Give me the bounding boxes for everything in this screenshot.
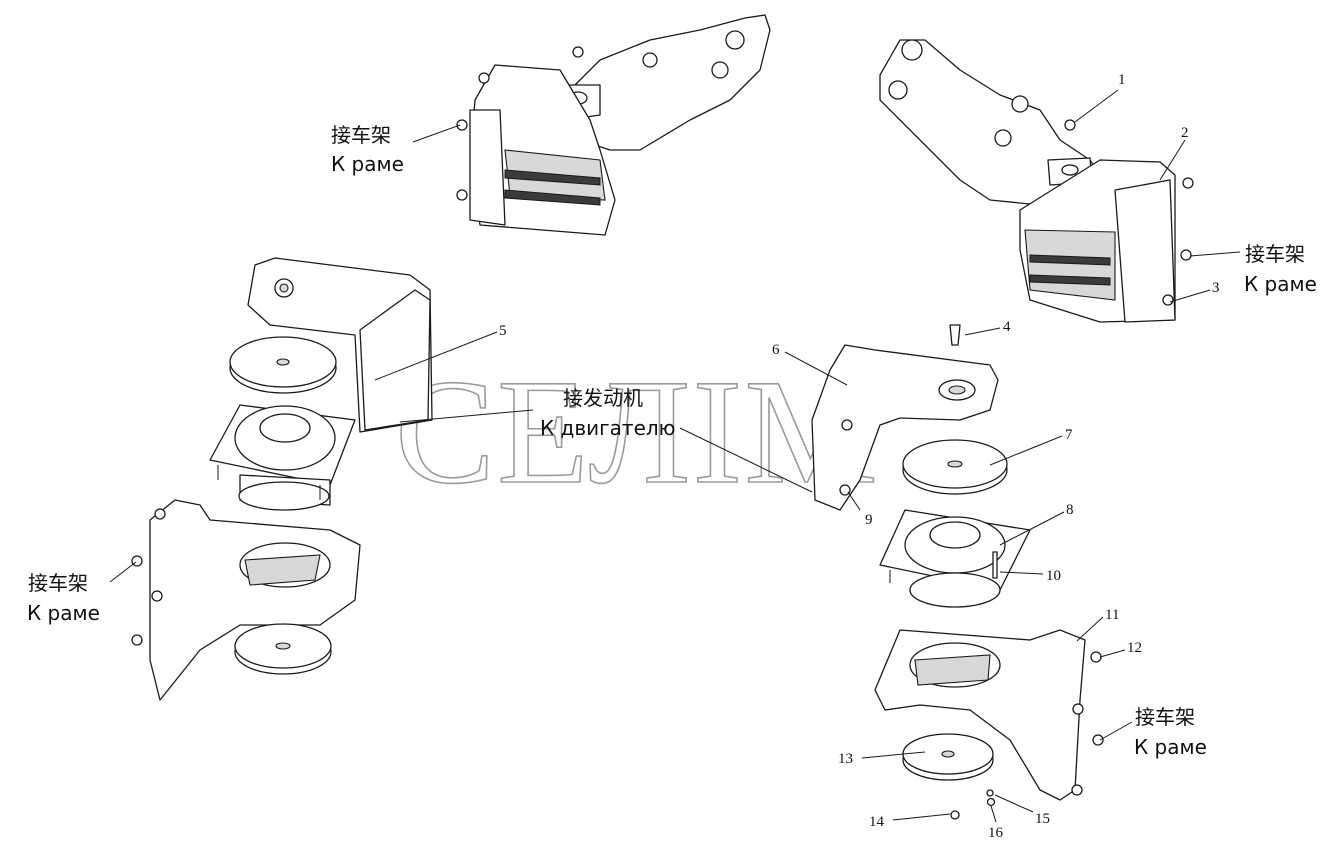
top-right-mount [879, 39, 1194, 323]
callout-14: 14 [869, 814, 885, 830]
callout-9: 9 [865, 512, 873, 528]
label-frame-ru-bottom-left: К раме [27, 601, 100, 625]
callout-12: 12 [1127, 640, 1142, 656]
label-frame-cn-bottom-right: 接车架 [1135, 705, 1195, 729]
text-labels: 接车架 К раме 接车架 К раме 接发动机 К двигателю 接… [27, 123, 1317, 759]
callout-5: 5 [499, 323, 507, 339]
bottom-right-mount [874, 629, 1104, 820]
callout-numbers: 1 2 3 4 5 6 7 8 9 10 11 12 13 14 15 16 [499, 72, 1220, 841]
callout-2: 2 [1181, 125, 1189, 141]
callout-7: 7 [1065, 427, 1073, 443]
callout-16: 16 [988, 825, 1004, 841]
callout-11: 11 [1105, 607, 1119, 623]
right-cushion-mount [879, 509, 1031, 608]
callout-13: 13 [838, 751, 853, 767]
callout-1: 1 [1118, 72, 1126, 88]
label-frame-ru-bottom-right: К раме [1134, 735, 1207, 759]
label-frame-cn-bottom-left: 接车架 [28, 571, 88, 595]
callout-3: 3 [1212, 280, 1220, 296]
label-frame-ru-top-right: К раме [1244, 272, 1317, 296]
middle-left-mount [209, 257, 433, 511]
label-frame-cn-top-right: 接车架 [1245, 242, 1305, 266]
label-frame-ru-top-left: К раме [331, 152, 404, 176]
label-frame-cn-top-left: 接车架 [331, 123, 391, 147]
callout-10: 10 [1046, 568, 1061, 584]
label-engine-ru: К двигателю [540, 416, 676, 440]
watermark: СЕЛІМ [395, 349, 880, 515]
label-engine-cn: 接发动机 [563, 386, 643, 410]
top-left-mount [456, 14, 771, 236]
callout-4: 4 [1003, 319, 1011, 335]
callout-15: 15 [1035, 811, 1050, 827]
middle-right-mount [811, 324, 1008, 511]
bottom-left-mount [131, 499, 361, 701]
callout-8: 8 [1066, 502, 1074, 518]
callout-6: 6 [772, 342, 780, 358]
leader-lines [109, 89, 1241, 823]
